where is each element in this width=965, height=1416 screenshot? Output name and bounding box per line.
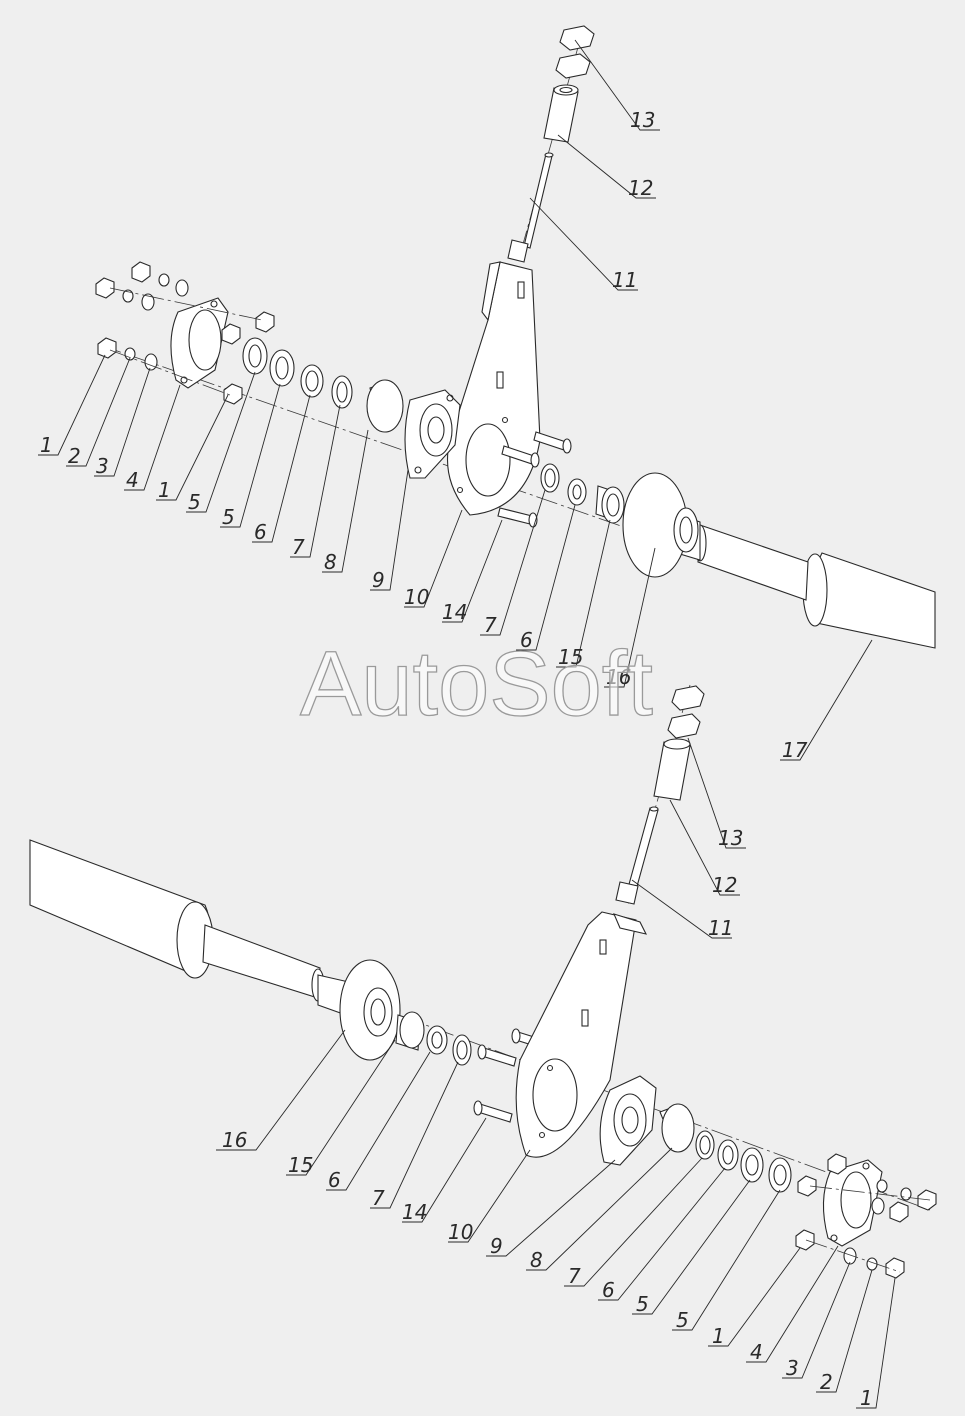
bottom-label: 10 [448, 1220, 473, 1244]
bottom-label: 7 [372, 1186, 385, 1210]
top-label: 11 [612, 268, 637, 292]
bottom-part-13-nuts [667, 685, 705, 739]
top-assembly: 1 2 3 4 1 5 5 6 7 8 9 10 14 7 6 15 16 17… [38, 25, 936, 762]
bottom-part-5-seal-a [740, 1147, 764, 1183]
bottom-part-6-ring-left [426, 1025, 448, 1055]
top-label: 17 [782, 738, 808, 762]
top-part-10-bracket-plate [447, 261, 541, 516]
top-label: 13 [630, 108, 655, 132]
top-part-9-bearing-housing [404, 389, 461, 479]
top-label: 6 [254, 520, 267, 544]
bottom-label: 16 [222, 1128, 247, 1152]
top-label: 5 [188, 490, 201, 514]
top-label: 7 [484, 613, 497, 637]
bottom-assembly: 16 15 6 7 14 10 9 8 7 6 5 5 1 4 3 2 1 11… [29, 684, 937, 1410]
bottom-label: 6 [328, 1168, 341, 1192]
bottom-label: 2 [820, 1370, 833, 1394]
bottom-label: 4 [750, 1340, 763, 1364]
top-label: 16 [606, 665, 631, 689]
top-label: 12 [628, 176, 653, 200]
bottom-label: 14 [402, 1200, 427, 1224]
top-label: 5 [222, 505, 235, 529]
bottom-part-11-stud [615, 806, 659, 905]
bottom-label: 5 [676, 1308, 689, 1332]
bottom-part-7-washer-left-inner [456, 1040, 468, 1060]
top-part-15-bushing [595, 485, 625, 524]
top-label: 4 [126, 468, 139, 492]
top-label: 7 [292, 535, 305, 559]
top-labels: 1 2 3 4 1 5 5 6 7 8 9 10 14 7 6 15 16 17… [40, 108, 808, 762]
watermark: AutoSoft [300, 633, 653, 735]
bottom-label: 9 [490, 1234, 503, 1258]
top-part-6-ring-left-inner [305, 370, 319, 392]
bottom-part-6-ring-right-inner [722, 1145, 734, 1165]
top-label: 1 [158, 478, 171, 502]
top-label: 8 [324, 550, 337, 574]
bottom-label: 12 [712, 873, 737, 897]
top-part-14-bolts [497, 431, 572, 528]
bottom-label: 15 [288, 1153, 313, 1177]
bottom-part-6-ring-right [717, 1139, 739, 1171]
bottom-part-5-seal-b-inner [773, 1164, 787, 1186]
top-part-6-ring-right [567, 478, 587, 506]
bottom-part-4-flange-cover [822, 1159, 883, 1247]
bottom-label: 8 [530, 1248, 543, 1272]
bottom-label: 7 [568, 1264, 581, 1288]
top-part-5-seal-a [242, 337, 268, 375]
top-part-8-ring [366, 379, 404, 433]
top-part-7-washer-right-inner [544, 468, 556, 488]
top-label: 14 [442, 600, 467, 624]
bottom-part-16-flange-hub [317, 959, 401, 1061]
top-part-16-flange-hub [622, 472, 701, 578]
top-part-6-ring-left [300, 364, 324, 398]
bottom-part-7-washer-left [452, 1034, 472, 1066]
bottom-label: 6 [602, 1278, 615, 1302]
top-fasteners [95, 261, 275, 405]
bottom-fasteners [795, 1153, 937, 1279]
top-part-13-nuts [555, 25, 595, 79]
bottom-housing-tube [29, 839, 325, 1002]
bottom-label: 11 [708, 916, 733, 940]
top-part-7-washer-left [331, 375, 353, 409]
bottom-label: 3 [786, 1356, 799, 1380]
bottom-part-5-seal-b [768, 1157, 792, 1193]
top-part-5-seal-b-inner [275, 356, 289, 380]
top-part-6-ring-right-inner [572, 484, 582, 500]
bottom-labels: 16 15 6 7 14 10 9 8 7 6 5 5 1 4 3 2 1 11… [222, 826, 873, 1410]
top-label: 10 [404, 585, 429, 609]
top-label: 3 [96, 454, 109, 478]
bottom-leader-lines [216, 737, 896, 1409]
bottom-label: 13 [718, 826, 743, 850]
top-part-4-flange-cover [170, 297, 229, 389]
top-part-17-housing-tube [693, 524, 936, 649]
bottom-part-5-seal-a-inner [745, 1154, 759, 1176]
top-part-7-washer-right [540, 463, 560, 493]
top-label: 6 [520, 628, 533, 652]
top-part-5-seal-b [269, 349, 295, 387]
bottom-part-12-spacer-tube [653, 738, 691, 801]
top-part-11-stud [507, 152, 554, 263]
bottom-part-7-washer-right-inner [699, 1135, 711, 1155]
top-label: 1 [40, 433, 53, 457]
top-part-5-seal-a-inner [248, 344, 262, 368]
bottom-part-9-bearing-housing [599, 1075, 657, 1166]
top-label: 15 [558, 645, 583, 669]
bottom-label: 1 [860, 1386, 873, 1410]
top-part-7-washer-left-inner [336, 381, 348, 403]
bottom-part-7-washer-right [695, 1130, 715, 1160]
bottom-label: 1 [712, 1324, 725, 1348]
bottom-part-15-bushing [395, 1011, 425, 1051]
top-part-12-spacer-tube [543, 84, 579, 143]
top-label: 2 [68, 444, 81, 468]
bottom-part-6-ring-left-inner [431, 1031, 443, 1049]
top-leader-lines [38, 39, 873, 761]
bottom-part-8-ring [659, 1103, 695, 1153]
top-label: 9 [372, 568, 385, 592]
bottom-label: 5 [636, 1292, 649, 1316]
